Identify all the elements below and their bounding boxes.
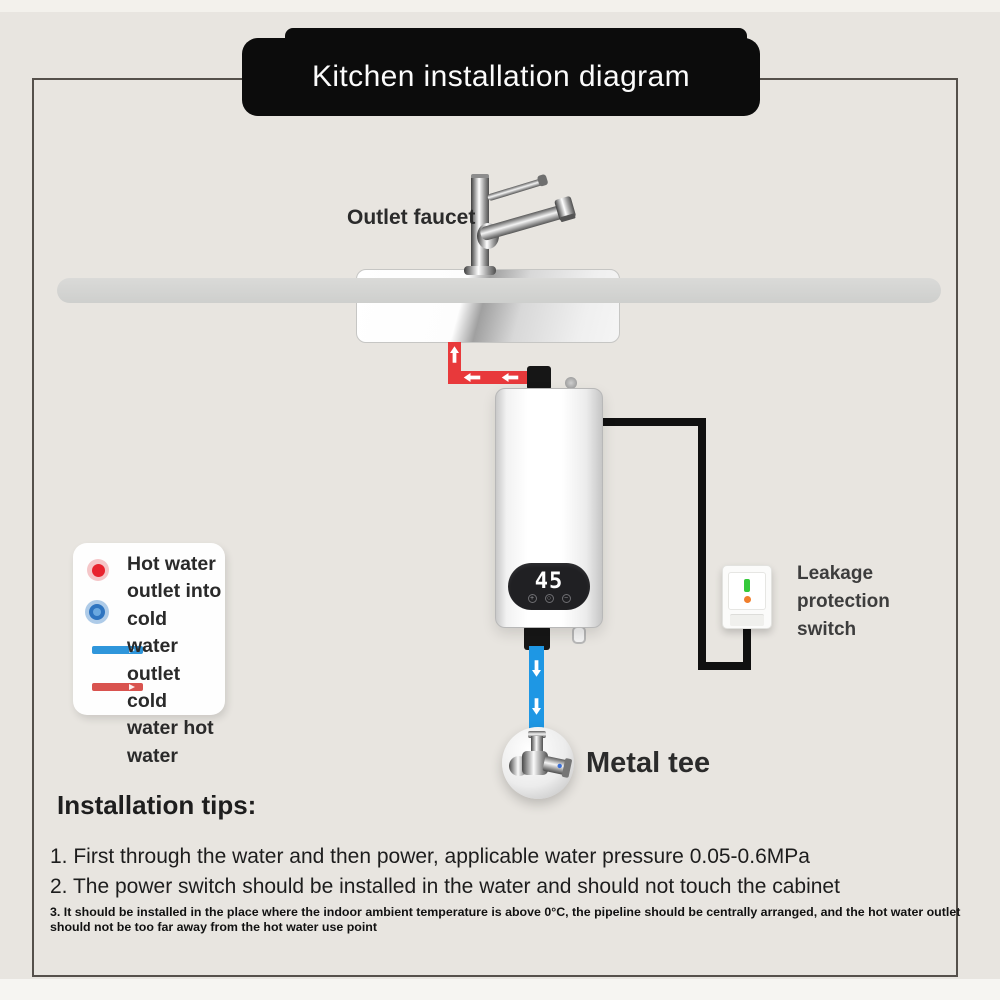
plus-button-icon: + [527,593,537,603]
countertop [57,278,941,303]
power-cable-segment [698,418,706,670]
legend-text: Hot water outlet into cold water outlet … [127,553,222,767]
hot-water-line-icon [92,683,143,691]
heater-inlet-connector [527,366,551,390]
bottom-strip [0,979,1000,1000]
metal-tee-label: Metal tee [586,747,711,779]
heater-bracket [572,626,586,644]
switch-door [730,614,764,626]
legend-box: Hot water outlet into cold water outlet … [73,543,225,767]
flow-arrow-down-icon [532,698,541,715]
outlet-faucet-label: Outlet faucet [347,206,476,229]
flow-arrow-up-icon [450,346,459,363]
cold-water-pipe-vertical [529,646,544,730]
power-cable-segment [743,627,751,670]
top-strip [0,0,1000,12]
minus-button-icon: − [561,593,571,603]
cold-water-line-icon [92,646,143,654]
tee-valve-icon [509,731,572,778]
power-cable-segment [600,418,703,426]
tip-item-1: 1. First through the water and then powe… [50,845,810,868]
metal-tee-icon [502,727,574,799]
leakage-protection-switch [722,565,772,629]
heater-buttons: + ○ − [527,593,571,603]
heater-screw [565,377,577,389]
flow-arrow-left-icon [501,373,519,382]
flow-arrow-down-icon [532,660,541,677]
power-button-icon: ○ [544,593,554,603]
temperature-readout: 45 [534,568,564,594]
hot-water-pipe-horizontal [448,371,533,384]
page-title: Kitchen installation diagram [311,60,691,93]
tip-item-3: 3. It should be installed in the place w… [50,905,961,934]
heater-display: 45 + ○ − [508,563,590,610]
leakage-switch-label: Leakage protection switch [797,563,890,640]
hot-water-dot-icon [87,559,109,581]
flow-arrow-left-icon [463,373,481,382]
tip-item-2: 2. The power switch should be installed … [50,875,840,898]
tips-heading: Installation tips: [57,790,257,820]
power-cable-segment [698,662,751,670]
water-heater: 45 + ○ − [495,388,603,628]
green-led-icon [744,579,750,592]
switch-panel [728,572,766,610]
faucet-icon [464,174,576,275]
title-banner: Kitchen installation diagram [242,38,760,116]
orange-indicator-icon [743,596,751,603]
cold-water-dot-icon [85,600,109,624]
